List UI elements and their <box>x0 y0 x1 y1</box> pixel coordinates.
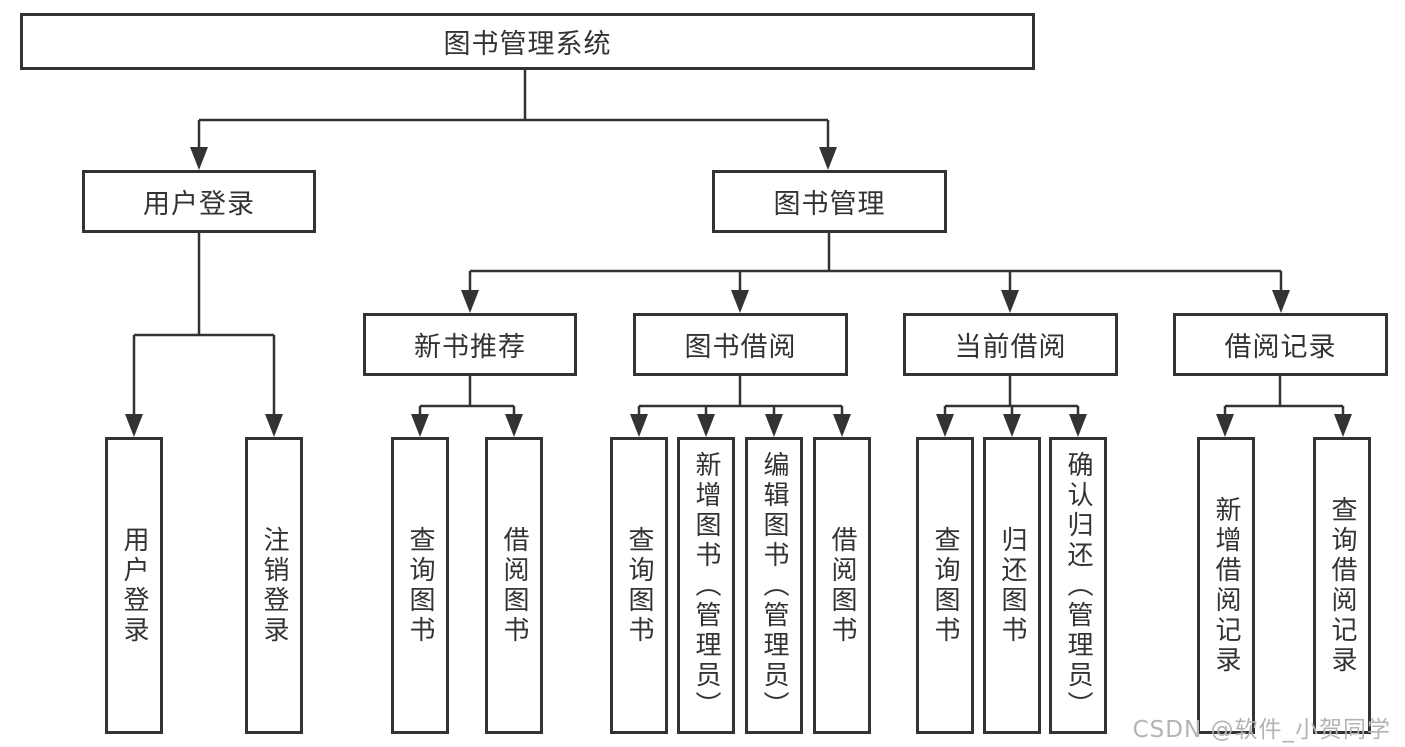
arrowhead-icon <box>1272 290 1290 313</box>
node-label: 借阅记录 <box>1224 332 1337 363</box>
arrowhead-icon <box>1069 414 1087 437</box>
edge-bookborrow-to-leaves <box>637 376 844 433</box>
node-user-login: 用户登录 <box>82 170 316 233</box>
node-borrowing-records: 借阅记录 <box>1173 313 1388 376</box>
node-book-management: 图书管理 <box>712 170 947 233</box>
leaf-label: 查询图书 <box>405 525 435 646</box>
leaf-label: 借阅图书 <box>827 525 857 646</box>
arrowhead-icon <box>190 147 208 170</box>
edge-userlogin-to-leaves <box>132 233 276 433</box>
arrowhead-icon <box>411 414 429 437</box>
leaf-logout: 注销登录 <box>245 437 303 734</box>
arrowhead-icon <box>505 414 523 437</box>
leaf-query-books-current: 查询图书 <box>916 437 974 734</box>
arrowhead-icon <box>630 414 648 437</box>
csdn-watermark: CSDN @软件_小贺同学 <box>1132 717 1391 743</box>
edge-currentborrow-to-leaves <box>943 376 1080 433</box>
leaf-user-login: 用户登录 <box>105 437 163 734</box>
arrowhead-icon <box>125 414 143 437</box>
leaf-label: 确认归还（管理员） <box>1063 450 1093 721</box>
node-label: 当前借阅 <box>954 332 1067 363</box>
edge-bookmgmt-to-level3 <box>468 233 1283 309</box>
edge-root-to-level2 <box>197 70 830 166</box>
leaf-label: 查询借阅记录 <box>1327 495 1357 676</box>
node-label: 用户登录 <box>143 189 255 220</box>
leaf-borrow-books-recommend: 借阅图书 <box>485 437 543 734</box>
arrowhead-icon <box>265 414 283 437</box>
arrowhead-icon <box>731 290 749 313</box>
leaf-query-books-recommend: 查询图书 <box>391 437 449 734</box>
arrowhead-icon <box>1001 290 1019 313</box>
leaf-query-borrow-record: 查询借阅记录 <box>1313 437 1371 734</box>
leaf-label: 新增图书（管理员） <box>691 450 721 721</box>
leaf-query-books-borrow: 查询图书 <box>610 437 668 734</box>
arrowhead-icon <box>1003 414 1021 437</box>
leaf-label: 编辑图书（管理员） <box>759 450 789 721</box>
arrowhead-icon <box>1216 414 1234 437</box>
edge-borrowrecords-to-leaves <box>1223 376 1345 433</box>
node-label: 图书管理系统 <box>443 29 612 60</box>
tree-edges <box>132 70 1345 433</box>
arrowhead-icon <box>936 414 954 437</box>
leaf-add-book-admin: 新增图书（管理员） <box>677 437 735 734</box>
arrowhead-icon <box>461 290 479 313</box>
leaf-add-borrow-record: 新增借阅记录 <box>1197 437 1255 734</box>
arrowhead-icon <box>833 414 851 437</box>
edge-newbook-to-leaves <box>418 376 516 433</box>
leaf-label: 借阅图书 <box>499 525 529 646</box>
node-library-management-system: 图书管理系统 <box>20 13 1035 70</box>
leaf-label: 注销登录 <box>259 525 289 646</box>
leaf-return-book: 归还图书 <box>983 437 1041 734</box>
leaf-borrow-books: 借阅图书 <box>813 437 871 734</box>
leaf-label: 新增借阅记录 <box>1211 495 1241 676</box>
node-label: 图书借阅 <box>684 332 797 363</box>
leaf-edit-book-admin: 编辑图书（管理员） <box>745 437 803 734</box>
arrowhead-icon <box>765 414 783 437</box>
leaf-label: 用户登录 <box>119 525 149 646</box>
node-label: 新书推荐 <box>414 332 526 363</box>
node-book-borrowing: 图书借阅 <box>633 313 848 376</box>
leaf-label: 查询图书 <box>624 525 654 646</box>
leaf-confirm-return-admin: 确认归还（管理员） <box>1049 437 1107 734</box>
leaf-label: 归还图书 <box>997 525 1027 646</box>
node-current-borrowing: 当前借阅 <box>903 313 1118 376</box>
arrowhead-icon <box>1334 414 1352 437</box>
arrowhead-icon <box>819 147 837 170</box>
leaf-label: 查询图书 <box>930 525 960 646</box>
arrowhead-icon <box>697 414 715 437</box>
node-new-book-recommendation: 新书推荐 <box>363 313 577 376</box>
node-label: 图书管理 <box>773 189 886 220</box>
